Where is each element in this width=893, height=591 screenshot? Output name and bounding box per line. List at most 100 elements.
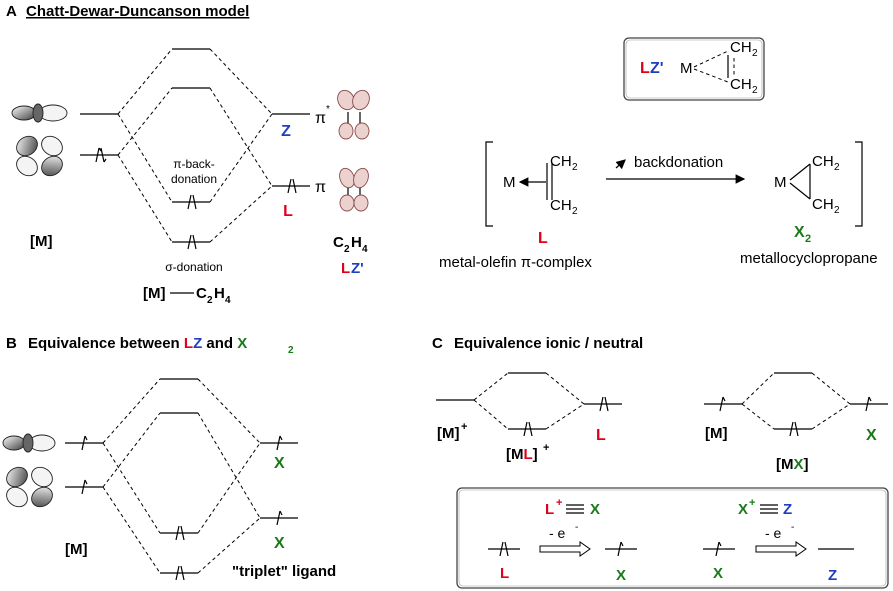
d-orbital-dxy-icon	[16, 135, 63, 177]
svg-text:Z': Z'	[650, 60, 664, 77]
x-label: X	[866, 427, 877, 444]
electron-pair-icon	[175, 565, 185, 581]
panel-a: A Chatt-Dewar-Duncanson model	[6, 3, 878, 306]
electron-pair-icon	[499, 541, 509, 557]
metal-label: [M]	[705, 425, 728, 442]
svg-text:-: -	[791, 522, 794, 533]
svg-text:Z': Z'	[351, 260, 364, 277]
electron-up-icon	[617, 541, 624, 557]
electron-pair-icon	[187, 234, 197, 250]
svg-text:[ML]: [ML]	[506, 446, 538, 463]
x-label-top: X	[274, 455, 285, 472]
svg-text:+: +	[543, 442, 549, 454]
svg-text:L: L	[640, 60, 650, 77]
svg-text:+: +	[749, 497, 755, 509]
svg-text:CH: CH	[812, 153, 834, 170]
z-label: Z	[281, 123, 291, 140]
lz-prime-label: L Z'	[341, 260, 364, 277]
electron-pair-icon	[95, 147, 107, 163]
svg-text:X: X	[738, 501, 748, 518]
electron-up-icon	[865, 396, 872, 412]
d-orbital-dz2-icon	[2, 433, 56, 453]
scheme-l-label: L	[538, 230, 548, 247]
svg-text:X: X	[590, 501, 600, 518]
svg-text:+: +	[556, 497, 562, 509]
svg-text:2: 2	[834, 205, 840, 216]
svg-text:4: 4	[362, 244, 368, 255]
panel-c-title: Equivalence ionic / neutral	[454, 335, 643, 352]
pi-star-sup: *	[326, 104, 330, 115]
svg-text:CH: CH	[730, 39, 752, 56]
electron-pair-icon	[789, 421, 799, 437]
svg-text:2: 2	[752, 48, 758, 59]
svg-text:X: X	[794, 224, 805, 241]
l-label: L	[596, 427, 606, 444]
l-plus-equals-x: L + X	[545, 497, 600, 518]
minus-e-label: - e	[765, 525, 782, 541]
svg-text:M: M	[503, 174, 516, 191]
svg-text:2: 2	[572, 162, 578, 173]
metal-label: [M]	[65, 541, 88, 558]
svg-text:+: +	[461, 421, 467, 433]
electron-pair-icon	[187, 194, 197, 210]
panel-a-title: Chatt-Dewar-Duncanson model	[26, 3, 249, 20]
l-label: L	[283, 203, 293, 220]
electron-up-icon	[276, 510, 283, 526]
x-plus-equals-z: X + Z	[738, 497, 792, 518]
metallocyclopropane-structure: M CH 2 CH 2	[774, 153, 840, 216]
panel-a-letter: A	[6, 3, 17, 20]
svg-text:L: L	[545, 501, 554, 518]
pi-complex-structure: M CH 2 CH 2	[503, 153, 578, 217]
svg-text:X: X	[616, 567, 626, 584]
electron-up-icon	[276, 435, 283, 451]
svg-text:C: C	[333, 234, 344, 251]
electron-up-icon	[715, 541, 722, 557]
svg-text:2: 2	[344, 244, 350, 255]
scheme-brackets	[485, 141, 863, 227]
x2-label: X 2	[794, 224, 811, 245]
mx-label: [MX]	[776, 456, 809, 473]
svg-text:H: H	[214, 285, 225, 302]
svg-text:metal-olefin π-complex: metal-olefin π-complex	[439, 254, 592, 271]
correlation-lines	[117, 48, 273, 243]
metal-cation-label: [M] +	[437, 421, 467, 442]
svg-text:C: C	[196, 285, 207, 302]
svg-text:2: 2	[834, 162, 840, 173]
pi-star-label: π	[315, 110, 326, 127]
electron-pair-icon	[175, 525, 185, 541]
svg-text:2: 2	[572, 206, 578, 217]
svg-text:L: L	[500, 565, 509, 582]
metallocyclopropane-caption: metallocyclopropane	[740, 250, 878, 267]
svg-text:[M]: [M]	[437, 425, 460, 442]
svg-text:-: -	[575, 522, 578, 533]
minus-e-label: - e	[549, 525, 566, 541]
d-orbital-dz2-icon	[11, 103, 68, 123]
svg-text:2: 2	[805, 233, 811, 245]
electron-up-icon	[719, 396, 726, 412]
panel-c-letter: C	[432, 335, 443, 352]
svg-text:2: 2	[207, 295, 213, 306]
svg-text:CH: CH	[550, 153, 572, 170]
svg-text:M: M	[774, 174, 787, 191]
svg-text:4: 4	[225, 295, 231, 306]
electron-pair-icon	[287, 178, 297, 194]
svg-text:[M]: [M]	[143, 285, 166, 302]
panel-b-letter: B	[6, 335, 17, 352]
pi-complex-caption: metal-olefin π-complex	[439, 254, 592, 271]
svg-text:L: L	[341, 260, 350, 277]
svg-text:Z: Z	[783, 501, 792, 518]
panel-c: C Equivalence ionic / neutral [M] + [ML]…	[432, 335, 889, 589]
pi-star-orbital-icon	[337, 89, 370, 140]
correlation-lines	[102, 378, 261, 574]
equivalence-box: L + X X + Z - e -	[456, 487, 889, 589]
svg-text:Equivalence between LZ and X: Equivalence between LZ and X	[28, 335, 247, 352]
svg-text:X: X	[713, 565, 723, 582]
lz-prime-box: L Z' M CH 2 CH 2	[623, 37, 765, 101]
ml-cation-label: [ML] +	[506, 442, 549, 463]
svg-text:[MX]: [MX]	[776, 456, 809, 473]
svg-text:Z: Z	[828, 567, 837, 584]
metal-label: [M]	[30, 233, 53, 250]
x-label-bottom: X	[274, 535, 285, 552]
svg-text:CH: CH	[550, 197, 572, 214]
